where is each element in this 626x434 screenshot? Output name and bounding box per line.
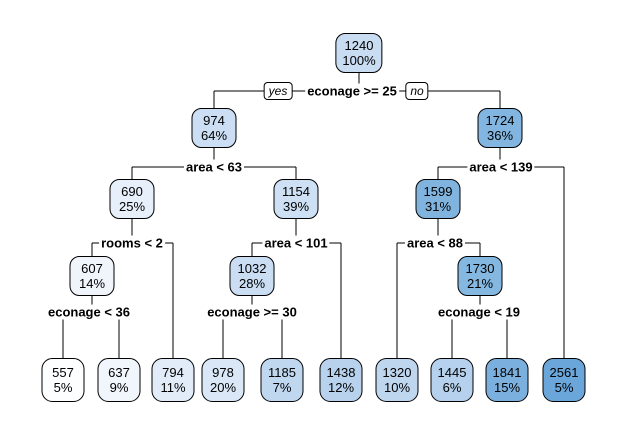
node-value: 1185: [268, 365, 296, 380]
node-value: 1320: [382, 365, 412, 380]
connector-econage-19: [451, 287, 508, 366]
split-label-econage-lt-36: econage < 36: [45, 304, 133, 320]
tree-leaf-1320: 1320 10%: [375, 358, 419, 402]
tree-leaf-794: 794 11%: [151, 358, 195, 402]
node-percent: 7%: [272, 380, 292, 395]
split-label-area-lt-101: area < 101: [262, 235, 330, 251]
node-percent: 5%: [53, 380, 73, 395]
node-value: 1240: [344, 38, 374, 53]
node-value: 1438: [326, 365, 356, 380]
branch-label-no: no: [405, 82, 429, 100]
node-value: 1154: [282, 184, 310, 199]
node-percent: 6%: [442, 380, 462, 395]
tree-leaf-978: 978 20%: [201, 358, 245, 402]
node-value: 637: [108, 365, 130, 380]
tree-node-1032: 1032 28%: [229, 256, 275, 296]
node-percent: 12%: [327, 380, 355, 395]
tree-node-1240: 1240 100%: [335, 33, 383, 73]
split-label-econage-ge-25: econage >= 25: [305, 83, 399, 99]
node-percent: 11%: [160, 380, 186, 395]
node-percent: 64%: [200, 128, 228, 143]
tree-leaf-1841: 1841 15%: [485, 358, 529, 402]
split-label-econage-lt-19: econage < 19: [435, 304, 523, 320]
tree-node-1154: 1154 39%: [273, 179, 319, 219]
split-label-area-lt-88: area < 88: [404, 235, 466, 251]
node-percent: 9%: [109, 380, 129, 395]
tree-node-607: 607 14%: [69, 256, 115, 296]
node-percent: 100%: [342, 53, 376, 68]
node-percent: 5%: [554, 380, 574, 395]
connector-econage-36: [62, 287, 120, 366]
split-label-rooms-lt-2: rooms < 2: [99, 235, 165, 251]
node-value: 974: [203, 113, 225, 128]
node-value: 1730: [465, 261, 495, 276]
node-percent: 15%: [493, 380, 521, 395]
connector-econage-30: [222, 287, 283, 366]
node-percent: 10%: [383, 380, 411, 395]
tree-leaf-1438: 1438 12%: [319, 358, 363, 402]
node-percent: 28%: [238, 276, 266, 291]
node-value: 794: [162, 365, 184, 380]
split-label-area-lt-139: area < 139: [467, 159, 535, 175]
node-percent: 21%: [466, 276, 494, 291]
node-value: 1841: [492, 365, 522, 380]
node-percent: 20%: [209, 380, 237, 395]
node-percent: 31%: [424, 199, 452, 214]
branch-label-yes: yes: [263, 82, 293, 100]
tree-node-1599: 1599 31%: [415, 179, 461, 219]
node-percent: 36%: [486, 128, 514, 143]
node-value: 607: [81, 261, 103, 276]
node-percent: 14%: [78, 276, 106, 291]
node-percent: 39%: [282, 199, 310, 214]
node-value: 557: [52, 365, 74, 380]
tree-node-1730: 1730 21%: [457, 256, 503, 296]
tree-leaf-1185: 1185 7%: [260, 358, 304, 402]
node-value: 1599: [423, 184, 453, 199]
tree-leaf-1445: 1445 6%: [430, 358, 474, 402]
tree-leaf-2561: 2561 5%: [542, 358, 586, 402]
tree-node-974: 974 64%: [191, 108, 237, 148]
split-label-econage-ge-30: econage >= 30: [205, 304, 299, 320]
tree-node-1724: 1724 36%: [477, 108, 523, 148]
node-value: 1724: [485, 113, 515, 128]
node-value: 690: [121, 184, 143, 199]
node-value: 978: [212, 365, 234, 380]
tree-leaf-637: 637 9%: [97, 358, 141, 402]
node-value: 1032: [237, 261, 267, 276]
tree-node-690: 690 25%: [109, 179, 155, 219]
split-label-area-lt-63: area < 63: [183, 159, 245, 175]
tree-leaf-557: 557 5%: [41, 358, 85, 402]
node-value: 1445: [437, 365, 467, 380]
node-percent: 25%: [118, 199, 146, 214]
node-value: 2561: [549, 365, 579, 380]
